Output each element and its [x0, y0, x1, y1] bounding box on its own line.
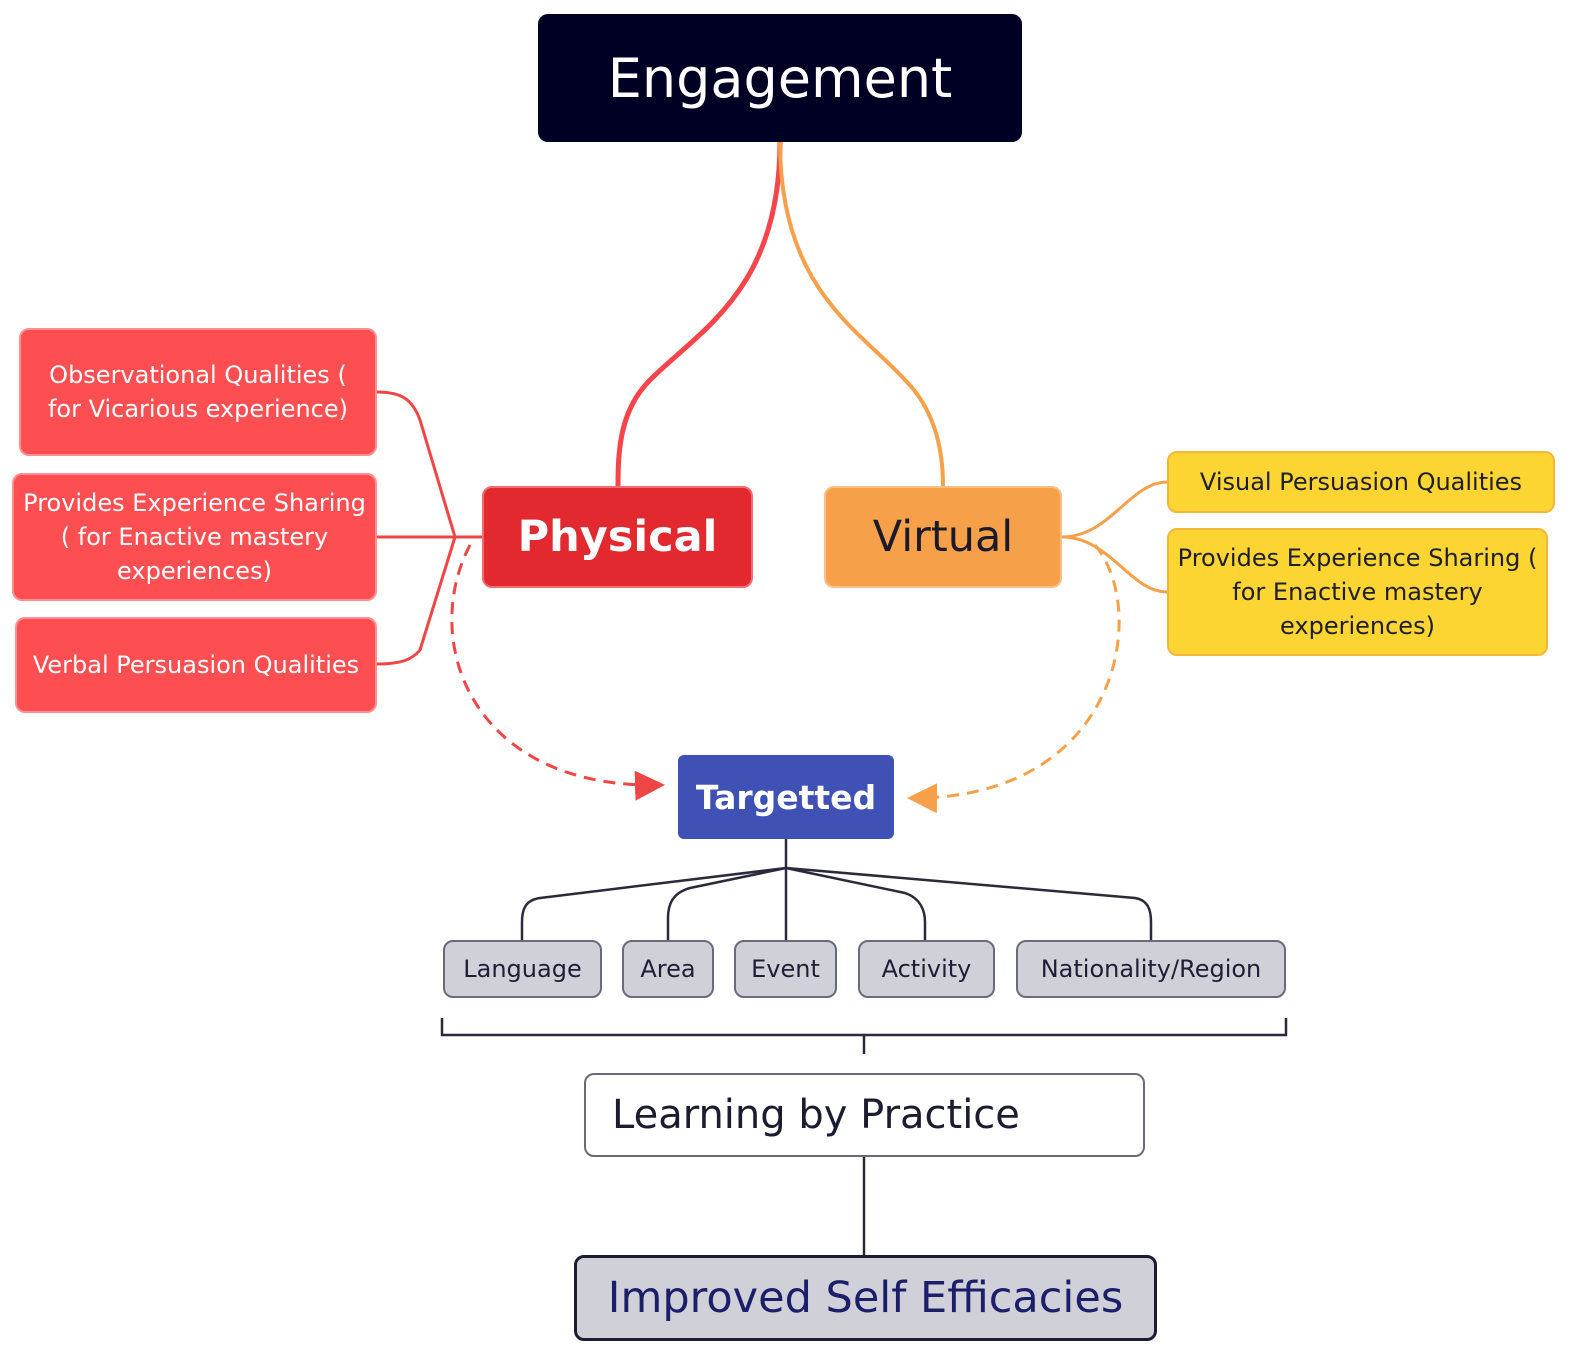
target-label: Targetted — [695, 777, 877, 817]
virtual-label: Virtual — [872, 512, 1014, 562]
category-activity: Activity — [858, 940, 995, 998]
physical-label: Physical — [517, 512, 718, 562]
leaf-physical-experience-sharing: Provides Experience Sharing ( for Enacti… — [12, 473, 377, 601]
category-bracket — [440, 1018, 1288, 1054]
category-label: Nationality/Region — [1040, 955, 1262, 983]
link-physical-observational — [376, 390, 482, 539]
outcome-node-improved-self-efficacies: Improved Self Efficacies — [574, 1255, 1157, 1341]
leaf-verbal-persuasion: Verbal Persuasion Qualities — [15, 617, 377, 713]
practice-node-learning-by-practice: Learning by Practice — [584, 1073, 1145, 1157]
practice-label: Learning by Practice — [612, 1092, 1020, 1138]
branch-node-virtual: Virtual — [824, 486, 1062, 588]
outcome-label: Improved Self Efficacies — [607, 1273, 1124, 1323]
leaf-visual-persuasion: Visual Persuasion Qualities — [1167, 451, 1555, 513]
link-virtual-visual — [1061, 480, 1168, 539]
leaf-label: Verbal Persuasion Qualities — [32, 651, 360, 679]
leaf-observational-qualities: Observational Qualities ( for Vicarious … — [19, 328, 377, 456]
arrow-physical-targetted — [450, 544, 665, 801]
category-area: Area — [622, 940, 714, 998]
target-node-targetted: Targetted — [678, 755, 894, 839]
link-root-physical — [615, 141, 783, 487]
category-nationality-region: Nationality/Region — [1016, 940, 1286, 998]
category-connectors — [520, 839, 1153, 940]
leaf-label: Provides Experience Sharing ( for Enacti… — [1177, 544, 1538, 640]
branch-node-physical: Physical — [482, 486, 753, 588]
link-virtual-experience — [1061, 535, 1168, 594]
link-root-virtual — [778, 141, 945, 487]
category-label: Language — [463, 955, 582, 983]
category-language: Language — [443, 940, 602, 998]
root-node-engagement: Engagement — [538, 14, 1022, 142]
leaf-virtual-experience-sharing: Provides Experience Sharing ( for Enacti… — [1167, 528, 1548, 656]
root-label: Engagement — [607, 46, 953, 110]
arrow-virtual-targetted — [907, 544, 1121, 814]
leaf-label: Visual Persuasion Qualities — [1199, 468, 1523, 496]
category-label: Area — [640, 955, 696, 983]
link-physical-verbal — [376, 536, 457, 666]
category-label: Activity — [881, 955, 972, 983]
category-event: Event — [734, 940, 837, 998]
category-label: Event — [751, 955, 820, 983]
leaf-label: Provides Experience Sharing ( for Enacti… — [23, 489, 366, 585]
leaf-label: Observational Qualities ( for Vicarious … — [47, 361, 349, 423]
